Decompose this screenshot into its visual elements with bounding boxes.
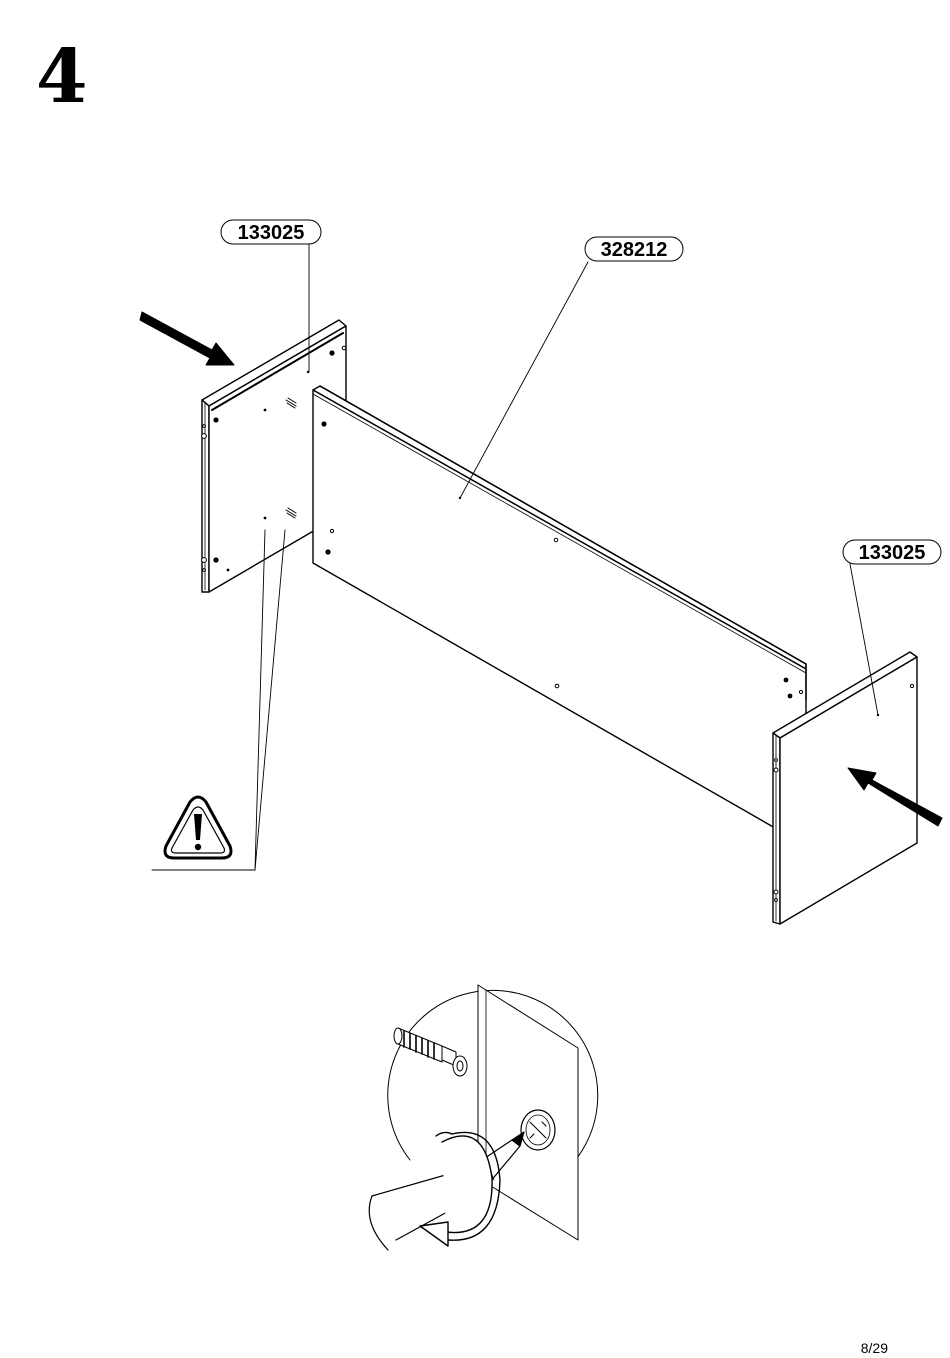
part-label-left: 133025	[221, 220, 321, 244]
part-label-right: 133025	[843, 540, 941, 564]
back-panel	[313, 386, 806, 828]
svg-text:328212: 328212	[601, 239, 668, 261]
cam-lock-icon	[521, 1110, 555, 1150]
svg-text:133025: 133025	[238, 222, 305, 244]
part-label-back: 328212	[585, 237, 683, 261]
warning-triangle-icon	[165, 797, 231, 858]
page-number: 8/29	[861, 1340, 888, 1358]
detail-view	[369, 985, 598, 1250]
arrow-left-icon	[140, 312, 234, 365]
cam-dowel-icon	[394, 1028, 467, 1076]
svg-text:133025: 133025	[859, 542, 926, 564]
